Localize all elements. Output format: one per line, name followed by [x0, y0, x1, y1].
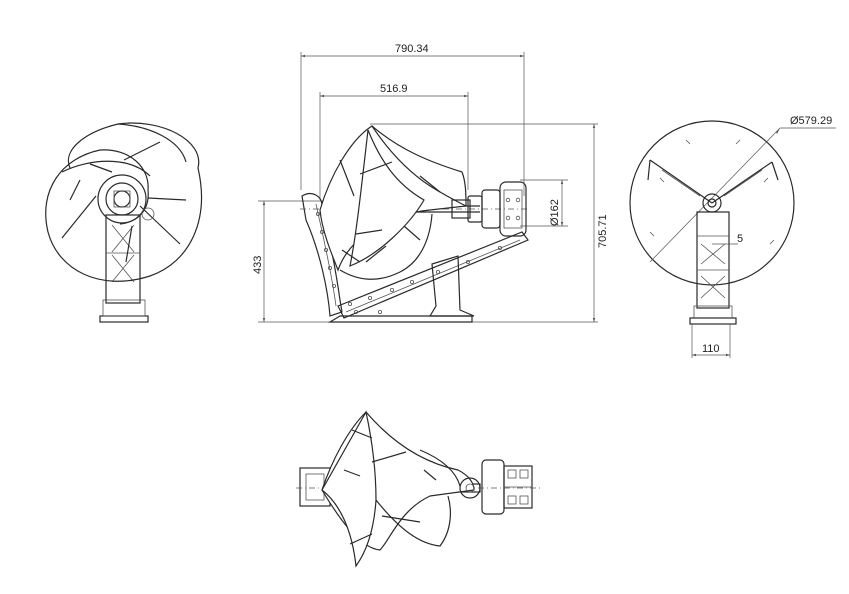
front-view: Ø579.29 5 110	[629, 115, 836, 358]
rear-view	[45, 122, 202, 323]
dim-hub-diameter: Ø162	[549, 199, 561, 226]
side-view: 790.34 516.9 705.71 433 Ø162	[252, 43, 609, 323]
dim-rotor-diameter: Ø579.29	[790, 115, 832, 127]
dim-overall-height: 705.71	[597, 214, 609, 248]
dim-overall-width: 790.34	[395, 43, 429, 55]
dim-base-width: 110	[702, 343, 720, 355]
dim-gap: 5	[737, 233, 743, 245]
dim-rotor-width: 516.9	[380, 83, 408, 95]
dim-hub-height: 433	[252, 256, 264, 274]
top-view	[296, 410, 540, 568]
